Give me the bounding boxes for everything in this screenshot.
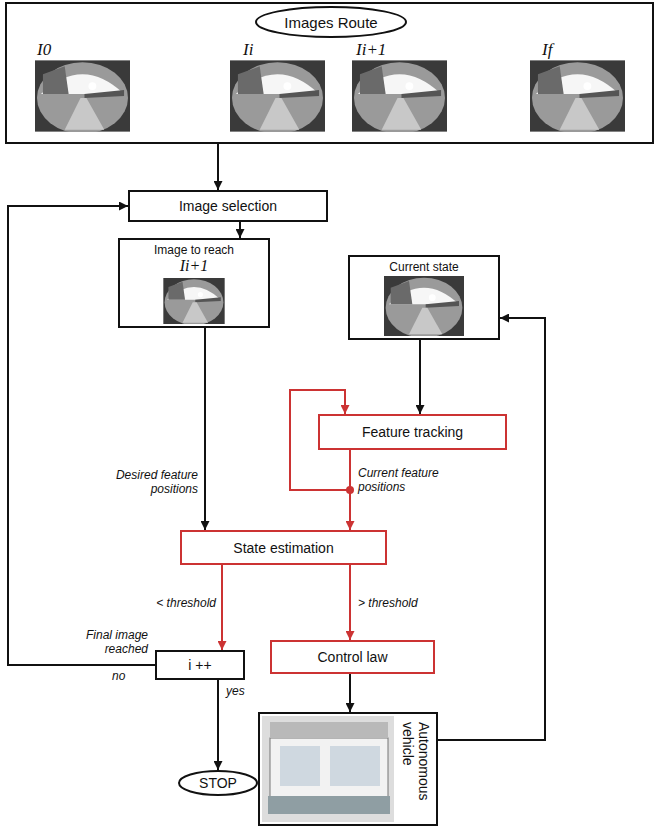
- node-text: STOP: [199, 775, 237, 791]
- target-image: [163, 278, 224, 325]
- image-caption: If: [542, 40, 552, 59]
- vehicle-box: Autonomous vehicle: [258, 712, 438, 826]
- process-box: Control law: [270, 640, 435, 674]
- ellipse-shape: [179, 771, 257, 795]
- edge-label: no: [112, 669, 148, 683]
- node-text: Images Route: [284, 14, 377, 31]
- image-box: Image to reachIi+1: [118, 238, 270, 328]
- route-image: [230, 60, 325, 133]
- route-image: [352, 60, 447, 133]
- node-text: Image to reach: [154, 243, 234, 257]
- connector: [438, 318, 545, 740]
- vehicle-body: [270, 738, 388, 798]
- route-image: [35, 60, 130, 133]
- connector: [217, 144, 219, 190]
- connector: [221, 565, 223, 650]
- route-band: I0 Ii Ii+1 If Images Route: [5, 2, 654, 144]
- node-text: Image selection: [179, 198, 277, 214]
- node-text: Autonomous vehicle: [400, 722, 432, 808]
- image-caption: Ii: [243, 40, 253, 59]
- vehicle-window: [280, 746, 320, 786]
- title-ellipse: Images Route: [255, 6, 407, 38]
- counter-box: i ++: [155, 650, 245, 680]
- process-box: State estimation: [180, 530, 387, 565]
- node-text: State estimation: [233, 540, 333, 556]
- end-ellipse: STOP: [178, 770, 258, 796]
- edge-label: Desired feature positions: [98, 468, 198, 496]
- node-text: Ii+1: [180, 257, 209, 275]
- photo-ground: [262, 716, 394, 822]
- image-caption: Ii+1: [356, 40, 386, 59]
- vehicle-roof: [270, 722, 388, 738]
- node-text: Feature tracking: [362, 424, 463, 440]
- node-text: i ++: [188, 657, 211, 673]
- vehicle-window: [330, 746, 380, 786]
- vehicle-picture: [262, 716, 394, 822]
- edge-label: Current feature positions: [358, 466, 458, 494]
- node-text: Control law: [317, 649, 387, 665]
- edge-label: yes: [226, 684, 266, 698]
- edge-label: > threshold: [358, 596, 458, 610]
- process-box: Image selection: [128, 190, 328, 222]
- route-image: [530, 60, 625, 133]
- connector: [217, 680, 219, 770]
- image-box: Current state: [348, 255, 500, 340]
- current-image: [384, 276, 464, 338]
- note-label: Final image reached: [52, 628, 148, 656]
- node-text: Current state: [389, 260, 458, 274]
- connector: [349, 674, 351, 712]
- connector: [419, 340, 421, 414]
- image-caption: I0: [37, 40, 51, 59]
- connector: [349, 565, 351, 640]
- connector: [204, 328, 206, 530]
- edge-label: < threshold: [108, 596, 216, 610]
- vehicle-base: [268, 796, 390, 814]
- process-box: Feature tracking: [318, 414, 507, 450]
- ellipse-shape: [256, 7, 406, 37]
- connector: [239, 222, 241, 238]
